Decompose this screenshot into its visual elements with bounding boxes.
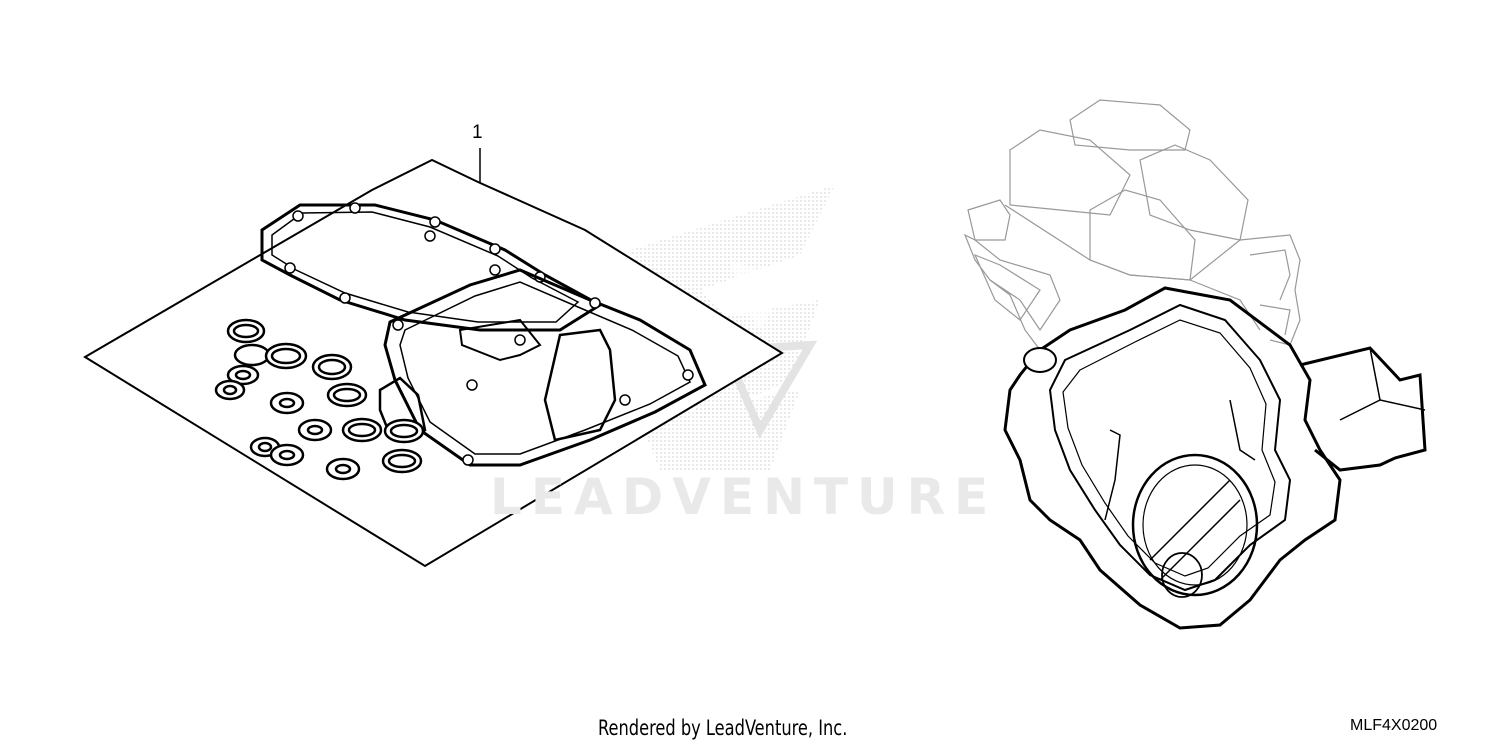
callout-label[interactable]: 1 — [472, 122, 483, 143]
engine-illustration — [963, 99, 1427, 630]
diagram-code: MLF4X0200 — [1350, 717, 1438, 734]
watermark-text: LEADVENTURE — [490, 468, 998, 526]
gasket-kit-illustration — [83, 148, 784, 568]
footer-credit: Rendered by LeadVenture, Inc. — [598, 716, 848, 740]
